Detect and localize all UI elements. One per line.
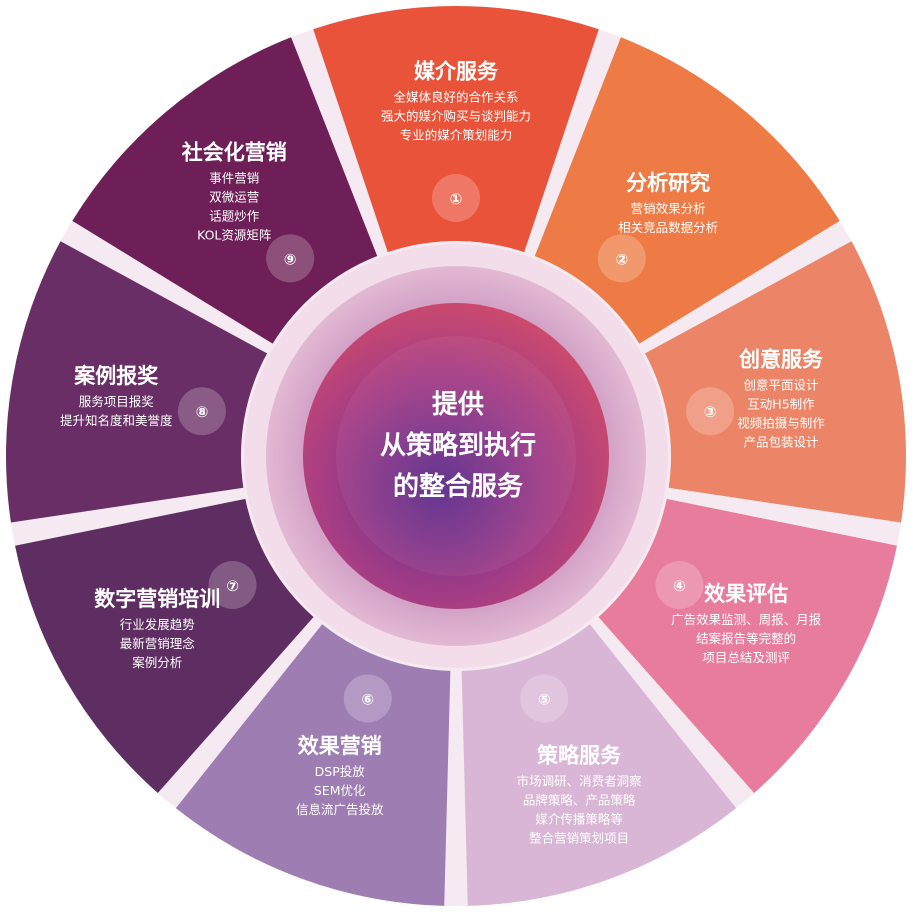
segment-9: [72, 37, 378, 344]
segment-number-badge: ⑦: [208, 561, 257, 609]
segment-2: [534, 37, 840, 344]
segment-detail: 最新营销理念: [120, 636, 196, 651]
segment-8: [5, 241, 268, 523]
segment-number-badge: ④: [655, 561, 704, 609]
segment-detail: 提升知名度和美誉度: [60, 413, 173, 428]
number-badge-circle: [655, 561, 704, 609]
number-badge-circle: [208, 561, 257, 609]
segment-number-badge: ⑨: [266, 234, 315, 283]
segment-number: ⑧: [196, 403, 209, 421]
segment-title: 媒介服务: [414, 60, 499, 84]
number-badge-circle: [343, 674, 392, 723]
segment-6: [175, 624, 451, 906]
segment-title: 策略服务: [537, 743, 622, 767]
segment-detail: 双微运营: [209, 190, 259, 205]
segment-detail: 媒介传播策略等: [535, 811, 623, 826]
center-line-3: 的整合服务: [393, 471, 523, 502]
center-glow: [336, 336, 576, 576]
segment-7: [15, 498, 314, 794]
segment-detail: 互动H5制作: [747, 397, 815, 412]
segment-title: 分析研究: [626, 171, 710, 195]
segment-5: [461, 624, 737, 906]
segment-detail: 创意平面设计: [743, 378, 818, 393]
segment-number-badge: ⑤: [520, 674, 569, 723]
segment-detail: 专业的媒介策划能力: [400, 128, 513, 143]
segment-detail: 营销效果分析: [631, 201, 706, 216]
number-badge-circle: [686, 387, 735, 436]
number-badge-circle: [597, 234, 646, 283]
segment-title: 案例报奖: [73, 364, 159, 388]
segment-detail: DSP投放: [315, 764, 366, 779]
segment-detail: 服务项目报奖: [79, 394, 154, 409]
segment-detail: 视频拍摄与制作: [737, 416, 825, 431]
segment-number: ⑦: [226, 577, 239, 595]
segment-detail: KOL资源矩阵: [197, 228, 272, 243]
segment-detail: 产品包装设计: [743, 435, 818, 450]
segment-number: ⑤: [538, 690, 551, 708]
segment-number: ②: [615, 250, 628, 268]
number-badge-circle: [177, 387, 226, 436]
segment-3: [644, 241, 906, 523]
segment-4: [598, 498, 897, 794]
segment-detail: 相关竞品数据分析: [618, 220, 718, 235]
segment-number-badge: ①: [432, 174, 480, 222]
segment-detail: 整合营销策划项目: [529, 830, 629, 845]
segment-number-badge: ⑧: [177, 387, 226, 436]
inner-rings: [244, 244, 668, 668]
segment-detail: 广告效果监测、周报、月报: [671, 612, 822, 627]
segment-number-badge: ③: [686, 387, 735, 436]
segment-detail: 信息流广告投放: [296, 802, 384, 817]
number-badge-circle: [432, 174, 480, 222]
segment-detail: 项目总结及测评: [702, 650, 790, 665]
segment-1: [313, 5, 599, 253]
segment-number: ⑥: [361, 690, 374, 708]
segment-number: ①: [450, 190, 463, 208]
number-badge-circle: [520, 674, 569, 723]
segment-title: 效果营销: [298, 734, 382, 758]
segment-detail: 话题炒作: [209, 209, 260, 224]
segment-detail: 市场调研、消费者洞察: [517, 773, 643, 788]
segment-detail: 案例分析: [132, 655, 182, 670]
segment-detail: SEM优化: [314, 783, 366, 798]
segment-title: 创意服务: [738, 348, 824, 372]
center-disc: [303, 303, 609, 609]
segment-number: ⑨: [284, 250, 297, 268]
segment-detail: 全媒体良好的合作关系: [393, 90, 518, 105]
segment-title: 效果评估: [704, 582, 788, 606]
segment-title: 数字营销培训: [94, 587, 220, 611]
segment-detail: 品牌策略、产品策略: [523, 792, 636, 807]
center-line-2: 从策略到执行: [380, 430, 536, 461]
segment-number-badge: ②: [597, 234, 646, 283]
segment-detail: 强大的媒介购买与谈判能力: [381, 109, 531, 124]
segment-detail: 事件营销: [209, 171, 259, 186]
segment-detail: 行业发展趋势: [120, 617, 196, 632]
center-text: 提供 从策略到执行 的整合服务: [380, 390, 536, 502]
segment-number: ③: [704, 403, 717, 421]
segment-number: ④: [673, 577, 686, 595]
number-badge-circle: [266, 234, 315, 283]
segment-title: 社会化营销: [181, 141, 287, 165]
center-line-1: 提供: [432, 390, 484, 420]
segment-detail: 结案报告等完整的: [696, 631, 796, 646]
segment-number-badge: ⑥: [343, 674, 392, 723]
